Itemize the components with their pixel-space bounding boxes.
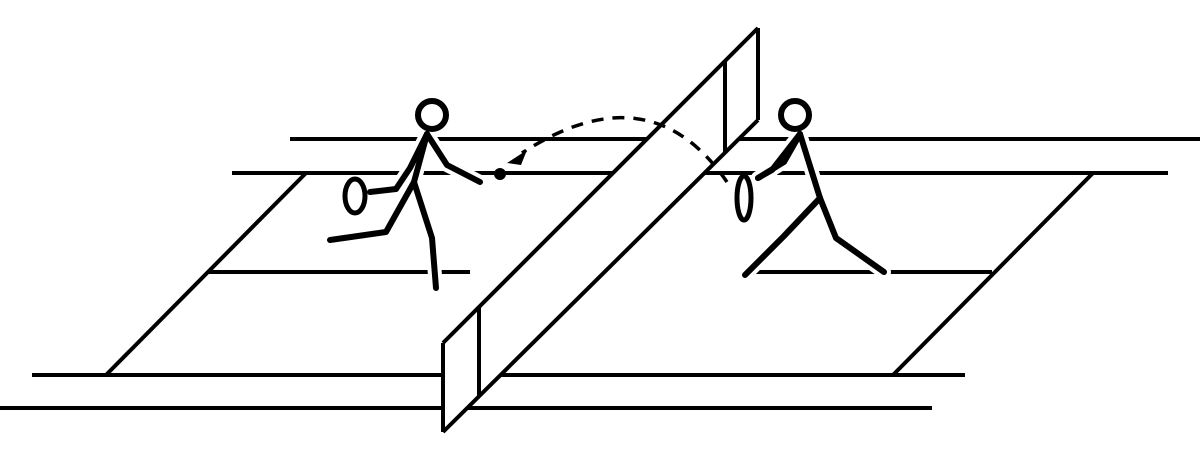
trajectory-arrowhead — [507, 150, 527, 165]
net — [441, 26, 760, 434]
right-player-back-leg — [817, 195, 887, 275]
left-player-back-leg — [327, 179, 417, 243]
left-player-head — [415, 98, 449, 132]
ball — [494, 168, 506, 180]
net-top-band — [441, 26, 760, 345]
right-player — [734, 98, 891, 282]
right-player-other-arm — [755, 131, 803, 181]
net-bottom-edge — [441, 118, 760, 434]
left-player-racket-arm — [393, 131, 430, 192]
ball-trajectory — [507, 115, 729, 183]
trajectory-arc — [521, 115, 729, 183]
left-player-racket — [342, 176, 368, 216]
right-player-racket — [734, 173, 754, 223]
right-player-torso — [797, 131, 823, 201]
left-player-racket-handle — [367, 186, 399, 195]
right-end-line — [891, 171, 1095, 377]
left-player-front-leg — [411, 179, 439, 291]
net-mesh — [443, 28, 758, 432]
right-player-front-leg — [742, 195, 823, 278]
left-player — [323, 98, 487, 295]
left-end-line — [104, 171, 308, 377]
right-player-head — [778, 98, 812, 132]
left-player-front-arm — [424, 131, 483, 185]
